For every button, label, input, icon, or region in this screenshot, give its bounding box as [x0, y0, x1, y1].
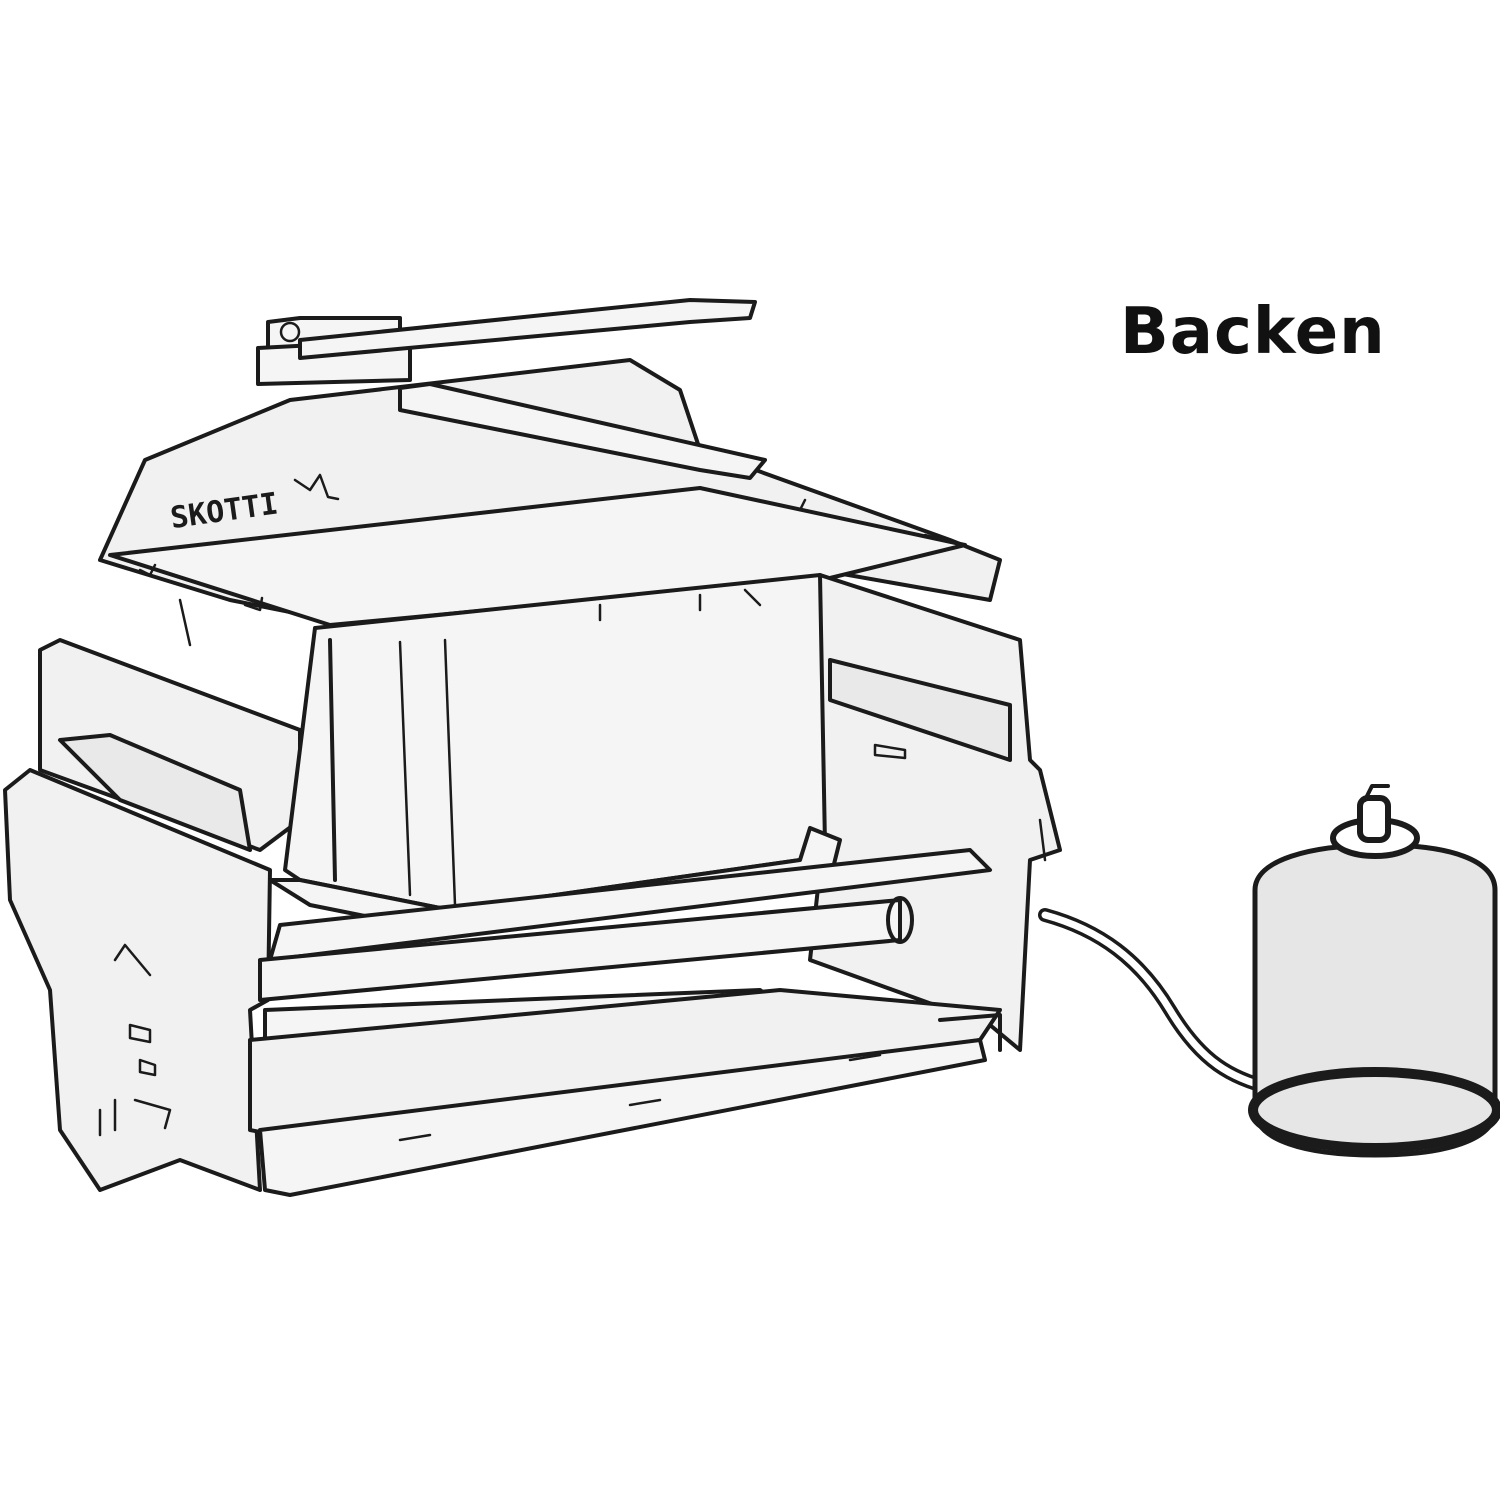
right-side-panels — [808, 573, 1062, 1052]
drip-tray — [248, 988, 1002, 1197]
caption-title: Backen — [1120, 295, 1386, 369]
gas-cartridge — [1248, 784, 1500, 1158]
grill-top-plate — [108, 486, 967, 647]
baking-box — [268, 573, 842, 937]
left-side-panels — [3, 638, 302, 1192]
lid-handle — [256, 298, 757, 386]
